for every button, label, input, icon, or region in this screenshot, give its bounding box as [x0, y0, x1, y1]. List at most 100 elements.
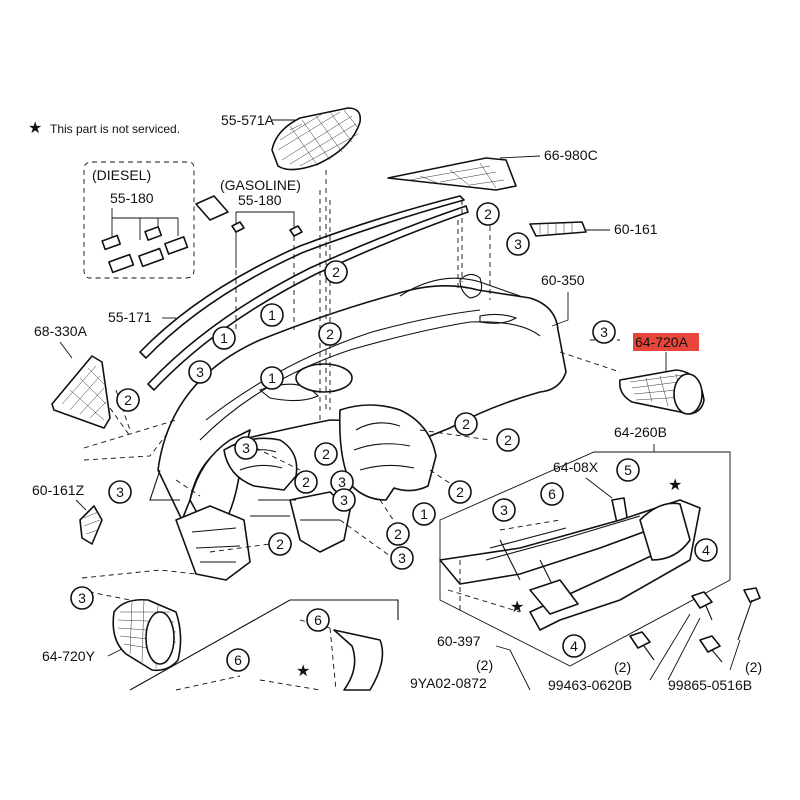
- qty-99463: (2): [614, 659, 631, 675]
- svg-text:3: 3: [78, 590, 86, 606]
- svg-text:2: 2: [326, 326, 334, 342]
- svg-text:6: 6: [314, 612, 322, 628]
- svg-text:3: 3: [196, 364, 204, 380]
- svg-text:1: 1: [420, 506, 428, 522]
- callout-2: 2: [386, 522, 410, 546]
- callout-3: 3: [332, 488, 356, 512]
- not-serviced-star-2: ★: [510, 599, 524, 616]
- qty-9YA02: (2): [476, 657, 493, 673]
- svg-text:2: 2: [394, 526, 402, 542]
- fasteners: (2) 99463-0620B (2) 99865-0516B: [548, 587, 762, 693]
- part-label-9YA02-0872: 9YA02-0872: [410, 675, 487, 691]
- svg-text:1: 1: [220, 330, 228, 346]
- part-label-55-180-diesel: 55-180: [110, 190, 154, 206]
- part-60-161: 60-161: [529, 221, 658, 237]
- svg-text:2: 2: [504, 432, 512, 448]
- gasoline-group: (GASOLINE) 55-180: [195, 177, 303, 268]
- svg-text:2: 2: [332, 264, 340, 280]
- highlight-box: [633, 333, 699, 351]
- part-66-980C: 66-980C: [387, 147, 598, 191]
- svg-text:2: 2: [302, 474, 310, 490]
- svg-text:3: 3: [600, 324, 608, 340]
- svg-text:2: 2: [322, 446, 330, 462]
- svg-text:2: 2: [462, 416, 470, 432]
- svg-text:5: 5: [624, 462, 632, 478]
- part-60-397: 60-397 (2) 9YA02-0872: [410, 633, 531, 691]
- svg-text:3: 3: [116, 484, 124, 500]
- part-label-55-571A: 55-571A: [221, 112, 275, 128]
- svg-text:1: 1: [268, 370, 276, 386]
- callout-2: 2: [496, 428, 520, 452]
- callout-6: 6: [306, 608, 330, 632]
- callout-3: 3: [492, 498, 516, 522]
- svg-text:3: 3: [242, 440, 250, 456]
- callout-3: 3: [592, 320, 616, 344]
- part-label-60-397: 60-397: [437, 633, 481, 649]
- svg-text:4: 4: [702, 542, 710, 558]
- callout-6: 6: [226, 648, 250, 672]
- dashboard-assembly: [149, 273, 567, 581]
- part-60-350: 60-350: [541, 272, 585, 327]
- callout-2: 2: [294, 470, 318, 494]
- part-label-64-260B: 64-260B: [614, 424, 667, 440]
- callout-2: 2: [448, 480, 472, 504]
- part-68-330A: 68-330A: [34, 323, 111, 429]
- svg-text:3: 3: [500, 502, 508, 518]
- callout-1: 1: [212, 326, 236, 350]
- callout-2: 2: [116, 388, 140, 412]
- callout-3: 3: [70, 586, 94, 610]
- svg-text:4: 4: [570, 638, 578, 654]
- callout-1: 1: [412, 502, 436, 526]
- part-label-99865-0516B: 99865-0516B: [668, 677, 752, 693]
- svg-text:3: 3: [398, 550, 406, 566]
- svg-text:2: 2: [456, 484, 464, 500]
- diesel-label: (DIESEL): [92, 167, 151, 183]
- callout-6: 6: [540, 482, 564, 506]
- callout-3: 3: [506, 232, 530, 256]
- callout-2: 2: [318, 322, 342, 346]
- callout-3: 3: [390, 546, 414, 570]
- part-64-720A: 64-720A: [618, 333, 705, 415]
- part-label-55-180-gasoline: 55-180: [238, 192, 282, 208]
- callout-2: 2: [476, 202, 500, 226]
- callout-4: 4: [562, 634, 586, 658]
- part-label-64-720Y: 64-720Y: [42, 648, 96, 664]
- part-label-60-161Z: 60-161Z: [32, 482, 85, 498]
- part-label-60-350: 60-350: [541, 272, 585, 288]
- svg-text:2: 2: [276, 536, 284, 552]
- svg-text:3: 3: [514, 236, 522, 252]
- star-icon: ★: [28, 120, 42, 137]
- part-label-68-330A: 68-330A: [34, 323, 88, 339]
- svg-text:6: 6: [234, 652, 242, 668]
- not-serviced-note: ★ This part is not serviced.: [28, 120, 180, 137]
- svg-text:3: 3: [338, 474, 346, 490]
- callout-3: 3: [108, 480, 132, 504]
- not-serviced-star-1: ★: [668, 477, 682, 494]
- callout-2: 2: [324, 260, 348, 284]
- svg-text:2: 2: [484, 206, 492, 222]
- svg-text:3: 3: [340, 492, 348, 508]
- callout-1: 1: [260, 366, 284, 390]
- part-label-64-08X: 64-08X: [553, 459, 599, 475]
- svg-text:1: 1: [268, 307, 276, 323]
- callout-2: 2: [268, 532, 292, 556]
- part-label-55-171: 55-171: [108, 309, 152, 325]
- callout-4: 4: [694, 538, 718, 562]
- not-serviced-star-3: ★: [296, 663, 310, 680]
- svg-text:2: 2: [124, 392, 132, 408]
- callout-5: 5: [616, 458, 640, 482]
- part-55-571A: 55-571A: [221, 107, 362, 171]
- callout-3: 3: [188, 360, 212, 384]
- part-label-66-980C: 66-980C: [544, 147, 598, 163]
- lower-detail: ★: [129, 599, 399, 691]
- note-text: This part is not serviced.: [50, 122, 180, 136]
- part-label-99463-0620B: 99463-0620B: [548, 677, 632, 693]
- callout-1: 1: [260, 303, 284, 327]
- svg-text:6: 6: [548, 486, 556, 502]
- part-64-720Y: 64-720Y: [42, 598, 182, 672]
- part-label-64-720A: 64-720A: [635, 334, 689, 350]
- part-55-171: 55-171: [108, 195, 469, 391]
- callouts: 1 1 1 1 2 2 2 2 2 2 2 2 2 2 2 3 3 3 3 3 …: [70, 202, 718, 672]
- part-label-60-161: 60-161: [614, 221, 658, 237]
